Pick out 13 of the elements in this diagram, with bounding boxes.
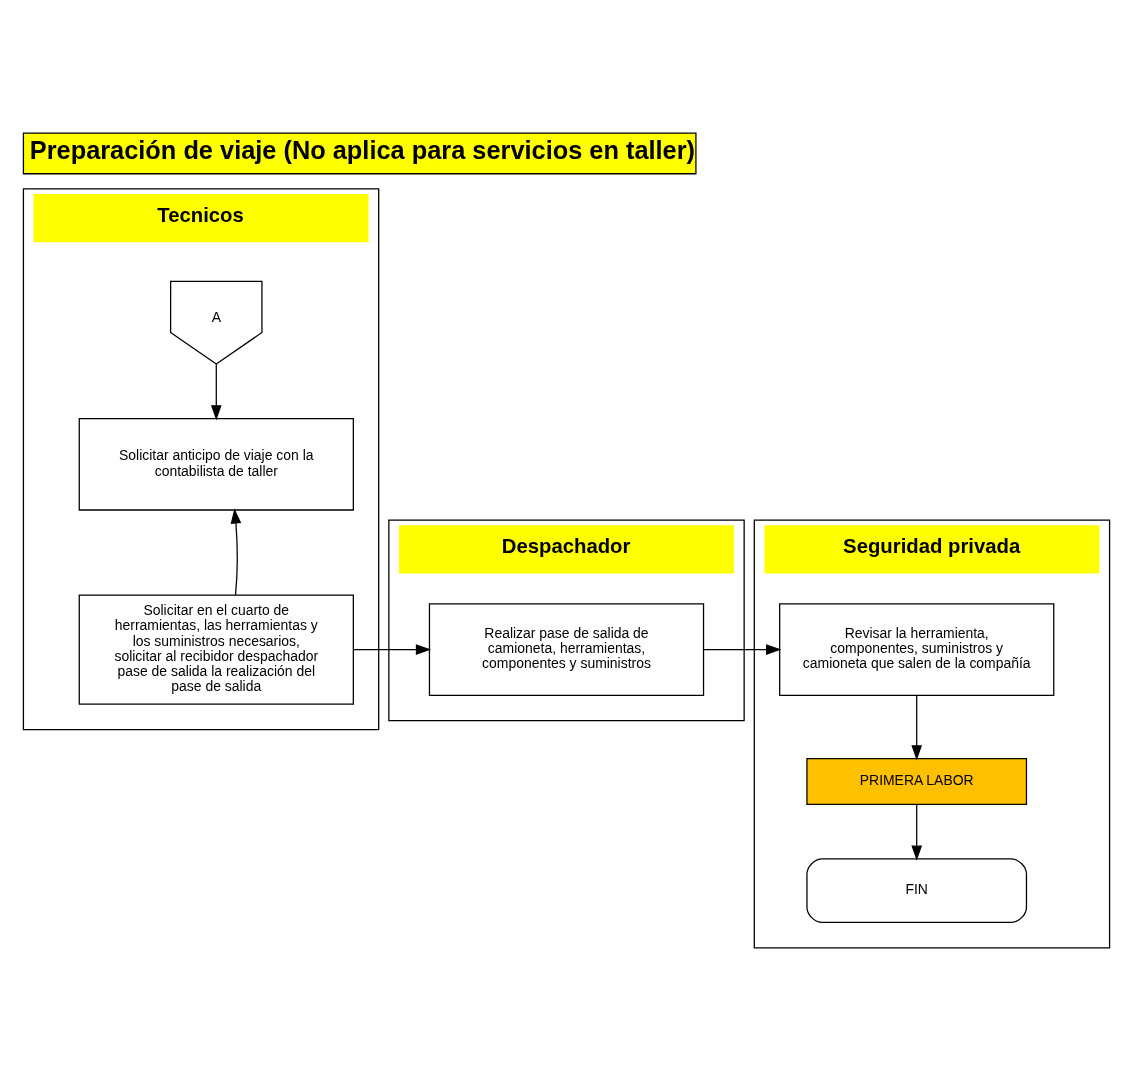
arrow xyxy=(911,694,923,761)
diagram-title: Preparación de viaje (No aplica para servicios en taller) xyxy=(29,135,696,164)
node-box: Revisar la herramienta, componentes, suministros y camioneta que salen de la compañía xyxy=(779,603,1055,696)
arrow xyxy=(911,804,923,861)
node-box: Solicitar en el cuarto de herramientas, las herramientas y los suministros necesarios, solicitar al recibidor despachador pase de salida la realización del pase de salida xyxy=(78,594,354,705)
node-box: PRIMERA LABOR xyxy=(806,758,1028,806)
arrow xyxy=(352,644,432,655)
node-box: Solicitar anticipo de viaje con la contabilista de taller xyxy=(78,418,354,511)
node-box: FIN xyxy=(806,858,1028,924)
node-box: Realizar pase de salida de camioneta, herramientas, componentes y suministros xyxy=(428,603,705,696)
arrow xyxy=(230,508,242,596)
arrow xyxy=(210,363,222,421)
arrow xyxy=(703,644,782,655)
